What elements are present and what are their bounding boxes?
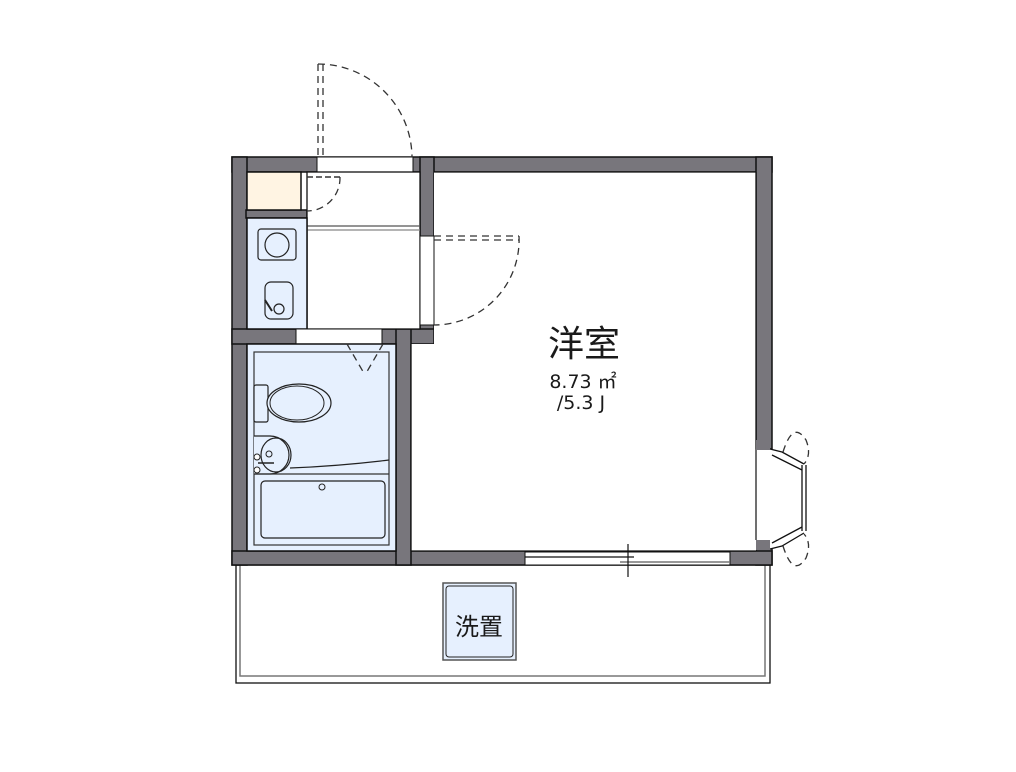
stove-icon xyxy=(257,228,297,261)
bath-door-swing-icon xyxy=(346,343,384,376)
washing-machine-space xyxy=(442,582,517,661)
room-door-icon[interactable] xyxy=(433,235,520,326)
bay-window[interactable] xyxy=(755,431,810,567)
washbasin-icon xyxy=(253,435,390,475)
washer-label: 洗置 xyxy=(455,613,503,641)
bathtub-icon xyxy=(260,480,386,539)
closet xyxy=(246,171,302,211)
balcony-sliding-window[interactable] xyxy=(524,544,731,577)
entrance-door-icon[interactable] xyxy=(317,63,413,158)
entry-hall xyxy=(306,171,421,330)
closet-door-icon[interactable] xyxy=(306,176,341,212)
walls xyxy=(231,156,773,566)
toilet-icon xyxy=(253,383,332,423)
entrance-door-opening[interactable] xyxy=(316,156,414,173)
room-name-label: 洋室 xyxy=(548,324,620,365)
room-jo-label: /5.3 J xyxy=(557,392,605,414)
kitchen-sink-icon xyxy=(264,281,294,320)
bathroom-door-opening[interactable] xyxy=(295,328,383,345)
room-area-label: 8.73 ㎡ xyxy=(549,370,616,393)
room-door-opening[interactable] xyxy=(419,235,435,326)
kitchen-counter xyxy=(246,217,308,330)
